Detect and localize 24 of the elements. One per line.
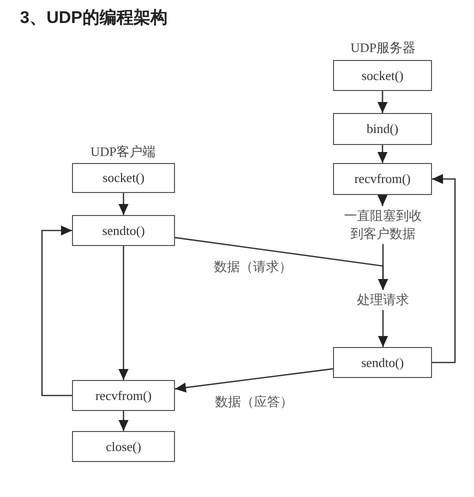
arrow	[41, 226, 72, 396]
arrow	[174, 368, 334, 392]
process-box: socket()	[333, 60, 432, 91]
arrow	[432, 174, 456, 364]
arrow	[378, 310, 388, 347]
process-box: close()	[72, 431, 175, 462]
arrow	[378, 145, 388, 163]
column-heading: UDP服务器	[350, 39, 416, 57]
process-box: socket()	[72, 163, 175, 193]
arrow	[378, 195, 388, 206]
column-heading: UDP客户端	[90, 143, 156, 161]
process-box: bind()	[333, 113, 432, 145]
diagram-title: 3、UDP的编程架构	[20, 7, 168, 29]
arrow	[378, 91, 388, 113]
step-text: 处理请求	[348, 290, 418, 310]
process-box: sendto()	[72, 215, 175, 246]
step-text: 一直阻塞到收到客户数据	[338, 206, 428, 244]
process-box: sendto()	[333, 347, 432, 378]
process-box: recvfrom()	[72, 380, 175, 411]
process-box: recvfrom()	[333, 163, 432, 195]
arrow	[118, 193, 128, 215]
arrow	[174, 236, 388, 290]
arrow	[118, 411, 128, 431]
arrow	[118, 246, 128, 380]
